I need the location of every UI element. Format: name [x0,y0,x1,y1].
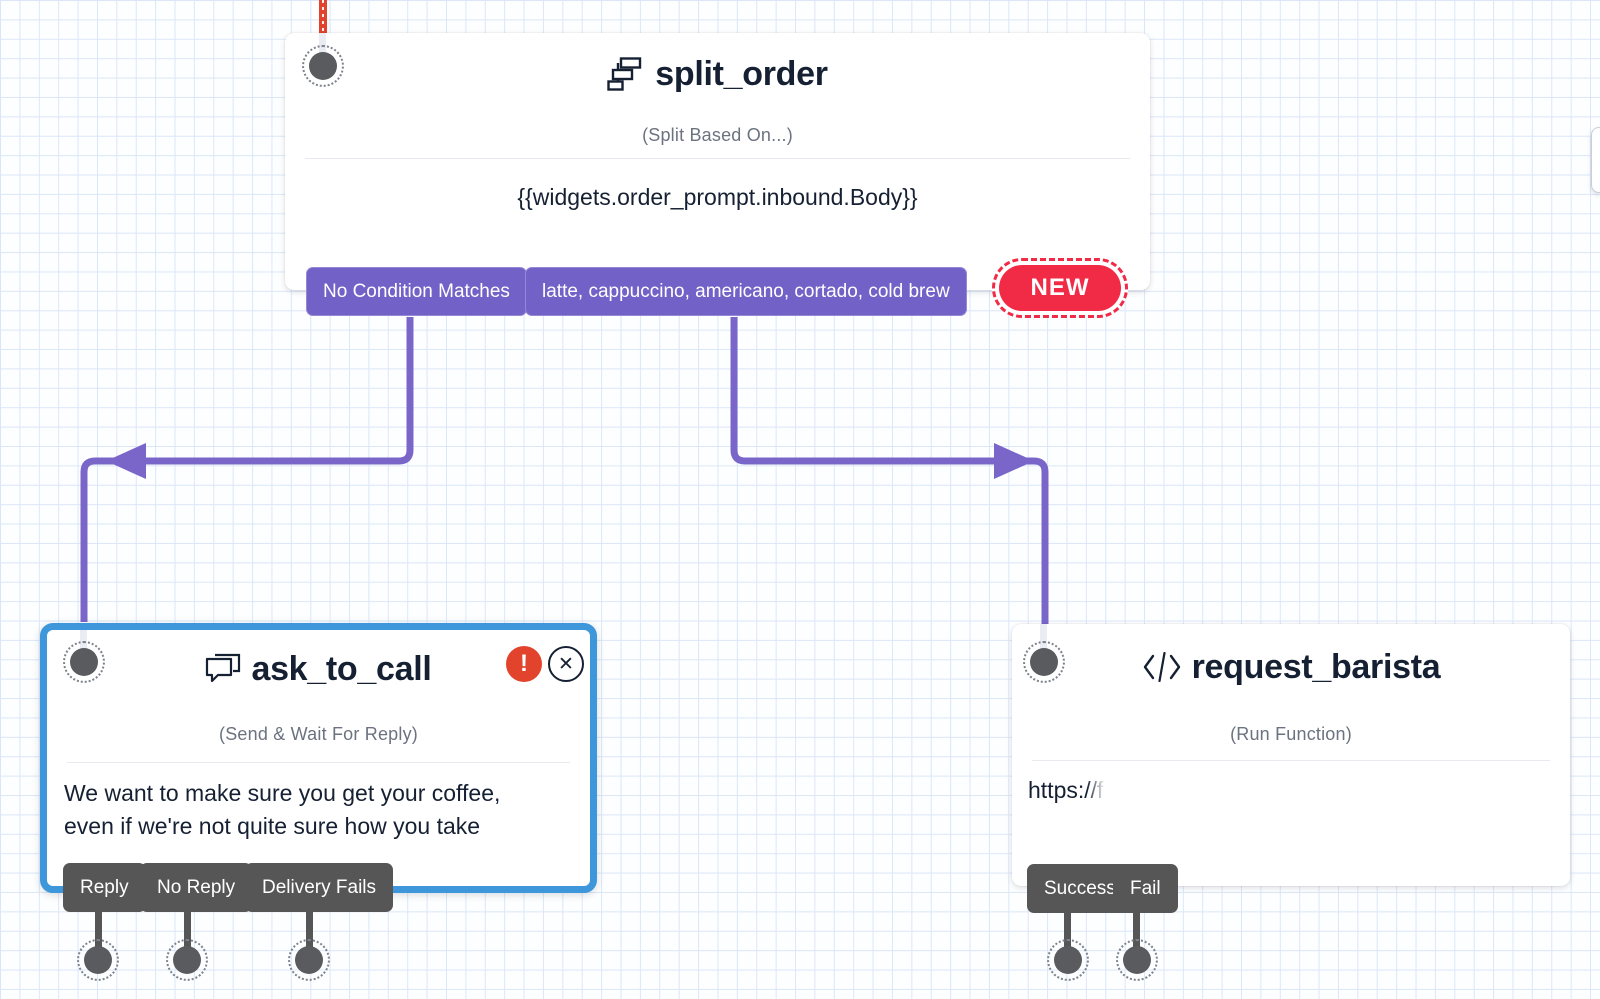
output-port-fail[interactable] [1116,939,1158,981]
divider [67,762,570,763]
widget-type-label: (Run Function) [1230,724,1352,744]
arrowhead-left [106,443,146,479]
incoming-connector-red [319,0,327,34]
transition-no-reply[interactable]: No Reply [140,863,253,912]
widget-type-label: (Send & Wait For Reply) [219,724,418,744]
transition-delivery-fails[interactable]: Delivery Fails [245,863,394,912]
input-port-dot[interactable] [1023,641,1065,683]
port-stem [80,630,87,649]
output-port-delivery-fails[interactable] [288,939,330,981]
new-transition-button[interactable]: NEW [992,258,1128,318]
function-url: https://f [1028,774,1106,807]
error-badge-icon[interactable]: ! [506,646,542,682]
connector-no-condition-to-ask [80,317,414,622]
transition-stem [1133,911,1140,950]
transition-reply[interactable]: Reply [63,863,146,912]
output-port-reply[interactable] [77,939,119,981]
widget-request-barista[interactable]: request_barista (Run Function) https://f [1012,624,1570,886]
split-icon [607,57,642,91]
split-variable-expression: {{widgets.order_prompt.inbound.Body}} [517,184,918,210]
transition-stem [95,910,102,950]
output-port-no-reply[interactable] [166,939,208,981]
widget-title: request_barista [1191,647,1441,686]
divider [305,158,1130,159]
code-icon [1143,652,1180,682]
message-preview: We want to make sure you get your coffee… [64,777,576,843]
widget-ask-to-call[interactable]: ask_to_call ! ✕ (Send & Wait For Reply) … [40,623,597,893]
widget-title: ask_to_call [251,649,432,688]
new-transition-label: NEW [999,265,1121,311]
port-stem [319,33,326,53]
transition-stem [306,910,313,950]
message-line-2: even if we're not quite sure how you tak… [64,813,481,839]
transition-fail[interactable]: Fail [1113,864,1178,913]
arrowhead-right [994,443,1034,479]
offscreen-widget-edge [1591,127,1600,193]
port-stem [1040,624,1047,649]
message-line-1: We want to make sure you get your coffee… [64,780,501,806]
transition-no-condition-matches[interactable]: No Condition Matches [306,267,527,316]
input-port-dot[interactable] [302,45,344,87]
transition-stem [1064,911,1071,950]
connector-latte-to-request [730,317,1049,630]
widget-type-label: (Split Based On...) [642,125,793,145]
transition-condition-list[interactable]: latte, cappuccino, americano, cortado, c… [525,267,967,316]
divider [1032,760,1550,761]
close-icon[interactable]: ✕ [548,646,584,682]
chat-bubbles-icon [206,653,241,683]
widget-title: split_order [655,54,828,93]
transition-stem [184,910,191,950]
output-port-success[interactable] [1047,939,1089,981]
input-port-dot[interactable] [63,641,105,683]
widget-split-order[interactable]: split_order (Split Based On...) {{widget… [285,33,1150,290]
